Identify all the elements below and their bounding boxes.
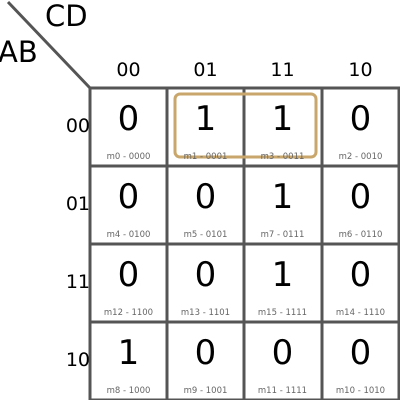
kmap-cell: 0 m0 - 0000 (90, 88, 167, 166)
group-outline (173, 92, 318, 159)
cell-minterm-label: m15 - 1111 (257, 307, 308, 318)
cell-value: 0 (194, 333, 217, 373)
cell-value: 0 (271, 333, 294, 373)
kmap-cell: 0 m10 - 1010 (322, 322, 399, 400)
kmap-cell: 1 m15 - 1111 (244, 244, 321, 322)
kmap-cell: 0 m2 - 0010 (322, 88, 399, 166)
kmap-cell: 0 m6 - 0110 (322, 166, 399, 244)
row-header: 11 (65, 271, 90, 293)
column-variable-label: CD (45, 0, 88, 33)
column-header: 00 (116, 59, 141, 81)
cell-minterm-label: m8 - 1000 (106, 385, 151, 396)
kmap-cell: 0 m12 - 1100 (90, 244, 167, 322)
cell-minterm-label: m4 - 0100 (106, 229, 151, 240)
cell-value: 1 (271, 99, 294, 139)
cell-minterm-label: m6 - 0110 (338, 229, 383, 240)
cell-value: 0 (117, 255, 140, 295)
kmap-cell: 1 m1 - 0001 (167, 88, 244, 166)
column-header: 11 (270, 59, 295, 81)
row-header: 00 (65, 115, 90, 137)
cell-minterm-label: m9 - 1001 (183, 385, 228, 396)
cell-minterm-label: m12 - 1100 (103, 307, 154, 318)
row-variable-label: AB (0, 35, 38, 69)
cell-value: 0 (349, 255, 372, 295)
kmap-cell: 0 m9 - 1001 (167, 322, 244, 400)
kmap-cell: 1 m8 - 1000 (90, 322, 167, 400)
cell-minterm-label: m10 - 1010 (335, 385, 386, 396)
kmap-cell: 0 m4 - 0100 (90, 166, 167, 244)
row-header: 10 (65, 349, 90, 371)
cell-value: 1 (271, 177, 294, 217)
cell-value: 0 (117, 177, 140, 217)
cell-value: 1 (271, 255, 294, 295)
kmap-cell: 0 m5 - 0101 (167, 166, 244, 244)
cell-value: 1 (194, 99, 217, 139)
cell-value: 1 (117, 333, 140, 373)
cell-minterm-label: m1 - 0001 (183, 151, 228, 162)
cell-minterm-label: m3 - 0011 (260, 151, 305, 162)
cell-minterm-label: m0 - 0000 (106, 151, 151, 162)
cell-minterm-label: m13 - 1101 (180, 307, 231, 318)
column-header: 01 (193, 59, 218, 81)
cell-minterm-label: m7 - 0111 (260, 229, 305, 240)
cell-value: 0 (349, 99, 372, 139)
row-header: 01 (65, 193, 90, 215)
cell-minterm-label: m11 - 1111 (257, 385, 308, 396)
kmap-cell: 1 m7 - 0111 (244, 166, 321, 244)
corner-diagonal (6, 0, 92, 90)
cell-minterm-label: m5 - 0101 (183, 229, 228, 240)
kmap-cell: 0 m14 - 1110 (322, 244, 399, 322)
column-header: 10 (348, 59, 373, 81)
cell-minterm-label: m2 - 0010 (338, 151, 383, 162)
kmap-cell: 0 m11 - 1111 (244, 322, 321, 400)
cell-value: 0 (117, 99, 140, 139)
cell-value: 0 (194, 177, 217, 217)
kmap-cell: 0 m13 - 1101 (167, 244, 244, 322)
cell-value: 0 (349, 177, 372, 217)
cell-minterm-label: m14 - 1110 (335, 307, 386, 318)
kmap-cell: 1 m3 - 0011 (244, 88, 321, 166)
cell-value: 0 (194, 255, 217, 295)
cell-value: 0 (349, 333, 372, 373)
